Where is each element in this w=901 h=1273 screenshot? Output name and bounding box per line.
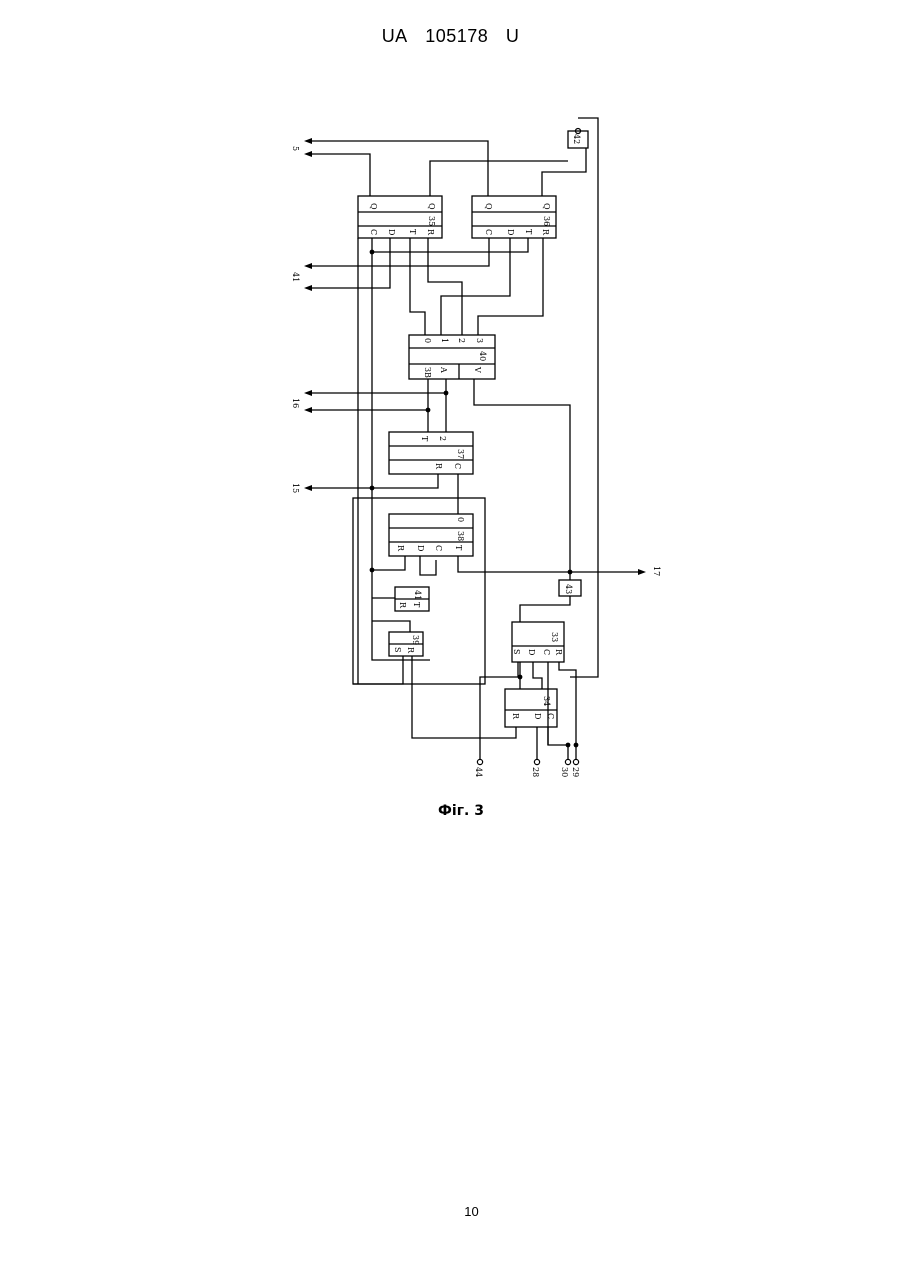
block-id: 33 xyxy=(550,632,559,642)
pin-label: R xyxy=(398,602,407,609)
pin-label: V xyxy=(473,366,482,373)
pin-label: ЗВ xyxy=(423,367,432,378)
pin-label: 2 xyxy=(438,436,447,441)
terminal-label: 29 xyxy=(571,767,580,777)
block-34 xyxy=(505,689,557,727)
page-number: 10 xyxy=(0,1204,901,1219)
block-id: 41 xyxy=(413,590,422,600)
pin-label: 0 xyxy=(423,338,432,343)
pin-label: R xyxy=(511,713,520,720)
block-id: 40 xyxy=(478,351,487,361)
pin-label: R xyxy=(396,545,405,552)
block-id: 36 xyxy=(542,216,551,226)
pin-label: T xyxy=(412,602,421,608)
pin-label: 2 xyxy=(457,338,466,343)
figure-caption: Фіг. 3 xyxy=(0,803,901,819)
block-id: 39 xyxy=(411,635,420,645)
block-id: 38 xyxy=(456,531,465,541)
terminal-label: 16 xyxy=(291,398,300,408)
pin-label: 3 xyxy=(475,338,484,343)
pin-label: S xyxy=(393,647,402,652)
block-id: 34 xyxy=(542,696,551,706)
block-id: 35 xyxy=(427,216,436,226)
pin-label: A xyxy=(439,366,448,373)
pin-label: T xyxy=(454,545,463,551)
pin-label: Q xyxy=(484,203,493,210)
pin-label: T xyxy=(420,436,429,442)
terminal-label: 28 xyxy=(531,767,540,777)
pin-label: R xyxy=(554,649,563,656)
pin-label: D xyxy=(506,229,515,235)
terminal-label: 30 xyxy=(560,767,569,777)
terminal-label: 15 xyxy=(291,483,300,493)
pin-label: D xyxy=(527,649,536,655)
pin-label: R xyxy=(541,229,550,236)
pin-label: R xyxy=(406,647,415,654)
pin-label: D xyxy=(533,713,542,719)
pin-label: 1 xyxy=(440,338,449,343)
pin-label: C xyxy=(369,229,378,235)
pin-label: C xyxy=(542,649,551,655)
pin-label: C xyxy=(434,545,443,551)
terminal-label: 44 xyxy=(474,767,483,777)
terminal-label: 17 xyxy=(652,566,661,576)
pin-label: C xyxy=(546,713,555,719)
pin-label: D xyxy=(387,229,396,235)
terminal-label: 41 xyxy=(291,272,300,282)
block-id: 43 xyxy=(564,584,573,594)
pin-label: S xyxy=(512,649,521,654)
pin-label: Q xyxy=(369,203,378,210)
pin-label: T xyxy=(524,229,533,235)
pin-label: C xyxy=(484,229,493,235)
block-id: 42 xyxy=(572,134,581,144)
pin-label: R xyxy=(426,229,435,236)
pin-label: Q xyxy=(427,203,436,210)
block-id: 37 xyxy=(456,449,465,459)
pin-label: T xyxy=(408,229,417,235)
terminal-label: 5 xyxy=(291,146,300,151)
pin-label: C xyxy=(453,463,462,469)
pin-label: 0 xyxy=(456,517,465,522)
pin-label: R xyxy=(434,463,443,470)
pin-label: Q xyxy=(542,203,551,210)
pin-label: D xyxy=(416,545,425,551)
